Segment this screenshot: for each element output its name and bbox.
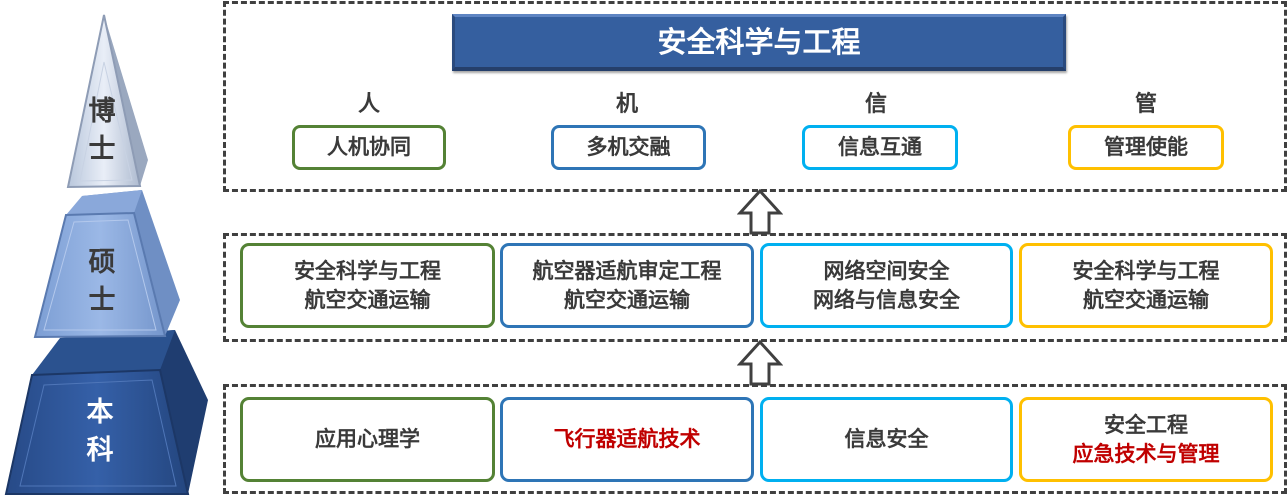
pyramid-label-master: 硕 士 (82, 244, 122, 320)
bachelor-major-box: 安全工程 应急技术与管理 (1019, 397, 1273, 482)
bachelor-major-box: 信息安全 (760, 397, 1013, 482)
discipline-title-banner: 安全科学与工程 (452, 14, 1066, 71)
program-name: 网络与信息安全 (813, 287, 960, 312)
pyramid-level-bachelor (4, 330, 208, 495)
major-name: 应用心理学 (315, 427, 420, 451)
pyramid-label-bachelor-char1: 本 (86, 397, 114, 428)
major-name: 安全工程 (1104, 412, 1188, 437)
major-name-highlighted: 飞行器适航技术 (553, 427, 701, 451)
pillar-head-machine: 机 (615, 92, 638, 117)
pyramid-label-bachelor: 本 科 (80, 394, 120, 470)
doctor-level-frame (223, 1, 1287, 192)
tag-human-machine-collaboration: 人机协同 (292, 125, 446, 170)
pyramid-label-master-char1: 硕 (88, 247, 116, 278)
up-arrow-icon (737, 189, 783, 235)
program-name: 航空交通运输 (304, 287, 431, 312)
major-name: 信息安全 (844, 427, 929, 451)
pyramid-label-doctor-char1: 博 (88, 96, 116, 127)
program-name: 安全科学与工程 (294, 258, 441, 283)
pyramid-label-doctor-char2: 士 (88, 134, 116, 165)
pyramid-label-bachelor-char2: 科 (86, 435, 114, 466)
tag-information-interoperability: 信息互通 (802, 125, 958, 170)
master-program-box: 安全科学与工程 航空交通运输 (1019, 243, 1273, 328)
bachelor-major-box: 应用心理学 (240, 397, 495, 482)
pillar-head-information: 信 (864, 92, 887, 117)
tag-management-enablement: 管理使能 (1068, 125, 1224, 170)
pyramid-level-master (33, 190, 180, 339)
pillar-head-management: 管 (1134, 92, 1157, 117)
program-name: 航空器适航审定工程 (532, 258, 722, 283)
master-program-box: 网络空间安全 网络与信息安全 (760, 243, 1013, 328)
program-name: 安全科学与工程 (1072, 258, 1220, 283)
master-program-box: 航空器适航审定工程 航空交通运输 (500, 243, 754, 328)
pyramid-level-doctor (66, 14, 148, 189)
master-program-box: 安全科学与工程 航空交通运输 (240, 243, 495, 328)
pillar-head-human: 人 (357, 92, 380, 117)
pyramid-label-master-char2: 士 (88, 285, 116, 316)
program-name: 航空交通运输 (564, 287, 690, 312)
up-arrow-icon (737, 340, 783, 386)
degree-pyramid (4, 14, 208, 495)
program-name: 网络空间安全 (823, 258, 950, 283)
tag-multi-machine-fusion: 多机交融 (551, 125, 706, 170)
pyramid-label-doctor: 博 士 (82, 93, 122, 169)
program-name: 航空交通运输 (1083, 287, 1209, 312)
major-name-highlighted: 应急技术与管理 (1072, 441, 1220, 466)
bachelor-major-box: 飞行器适航技术 (500, 397, 754, 482)
